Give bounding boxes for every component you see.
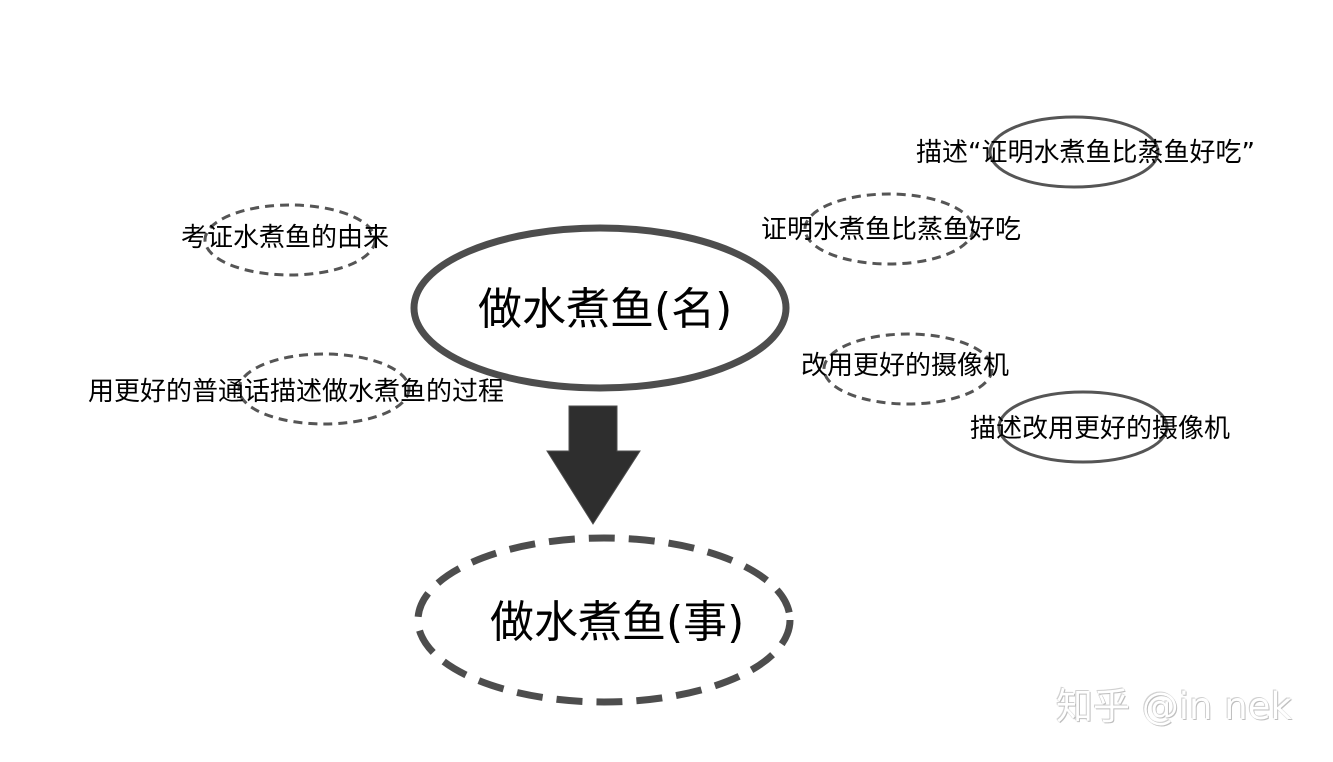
camera-dashed-ellipse xyxy=(822,332,994,406)
down-arrow-icon xyxy=(546,405,641,525)
prove-tastier-node-label: 证明水煮鱼比蒸鱼好吃 xyxy=(761,215,1022,245)
describe-prove-solid-ellipse xyxy=(988,115,1160,189)
process-dashed-ellipse xyxy=(237,352,411,426)
watermark: 知乎 @in nek xyxy=(1056,685,1292,728)
describe-prove-node-label: 描述“证明水煮鱼比蒸鱼好吃” xyxy=(916,138,1255,168)
main-ellipse xyxy=(410,224,790,392)
describe-camera-solid-ellipse xyxy=(997,390,1169,464)
describe-camera-node-label: 描述改用更好的摄像机 xyxy=(970,414,1231,444)
main-node-label: 做水煮鱼(名) xyxy=(478,284,733,335)
event-node-label: 做水煮鱼(事) xyxy=(490,597,745,648)
origin-dashed-ellipse xyxy=(203,203,377,277)
prove-dashed-ellipse xyxy=(803,192,975,266)
origin-node-label: 考证水煮鱼的由来 xyxy=(181,223,390,253)
better-camera-node-label: 改用更好的摄像机 xyxy=(801,351,1010,381)
describe-process-node-label: 用更好的普通话描述做水煮鱼的过程 xyxy=(88,377,505,407)
event-ellipse xyxy=(414,534,794,706)
